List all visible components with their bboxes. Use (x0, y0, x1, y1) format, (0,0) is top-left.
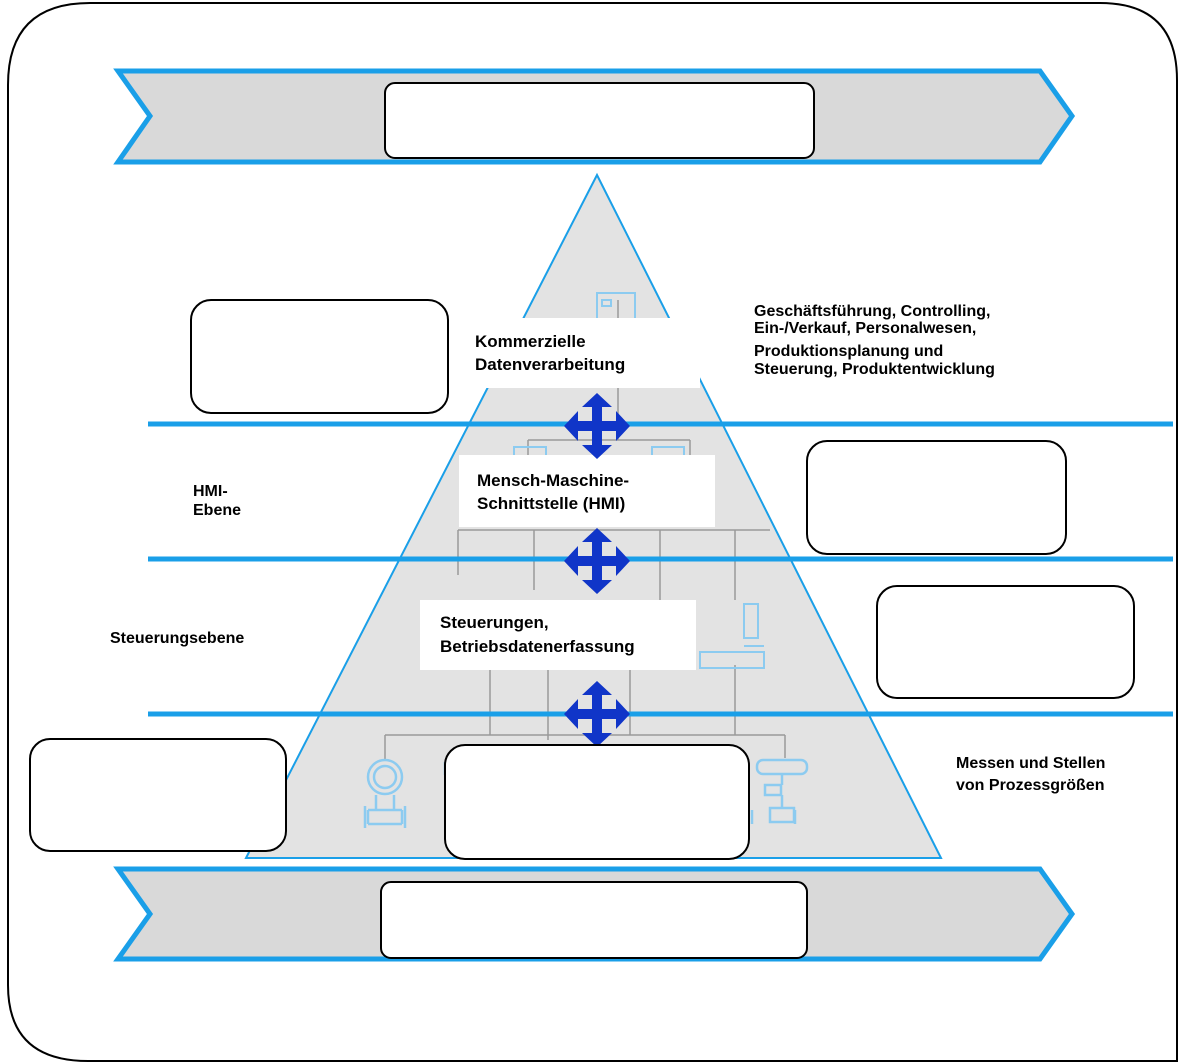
field-description-line1: Messen und Stellen (956, 755, 1105, 772)
pyramid-top-label-line2: Datenverarbeitung (475, 355, 625, 374)
control-label-box (420, 600, 696, 670)
empty-box-control-right (876, 585, 1135, 699)
top-band-empty-box (384, 82, 815, 159)
four-way-arrow-icon (564, 681, 630, 747)
empty-box-top-left (190, 299, 449, 414)
hmi-level-label-line2: Ebene (193, 502, 241, 519)
workstation-icon (699, 603, 765, 669)
hmi-label-box (459, 455, 715, 527)
hmi-level-label-line1: HMI- (193, 483, 228, 500)
business-description-line3: Produktionsplanung und (754, 343, 943, 360)
business-description-line2: Ein-/Verkauf, Personalwesen, (754, 320, 976, 337)
valve-icon (750, 758, 809, 824)
empty-box-field-center (444, 744, 750, 860)
four-way-arrow-icon (564, 528, 630, 594)
pyramid-hmi-label-line2: Schnittstelle (HMI) (477, 494, 625, 513)
empty-box-hmi-right (806, 440, 1067, 555)
pyramid-hmi-label-line1: Mensch-Maschine- (477, 471, 629, 490)
pyramid-control-label-line1: Steuerungen, (440, 613, 549, 632)
pyramid-top-label-line1: Kommerzielle (475, 332, 586, 351)
top-label-box (462, 318, 700, 388)
flowmeter-icon (363, 758, 447, 828)
bottom-band-empty-box (380, 881, 808, 959)
pyramid-control-label-line2: Betriebsdatenerfassung (440, 637, 635, 656)
field-description-line2: von Prozessgrößen (956, 777, 1104, 794)
business-description-line4: Steuerung, Produktentwicklung (754, 361, 995, 378)
empty-box-field-left (29, 738, 287, 852)
four-way-arrow-icon (564, 393, 630, 459)
business-description-line1: Geschäftsführung, Controlling, (754, 303, 990, 320)
control-level-label: Steuerungsebene (110, 630, 244, 647)
